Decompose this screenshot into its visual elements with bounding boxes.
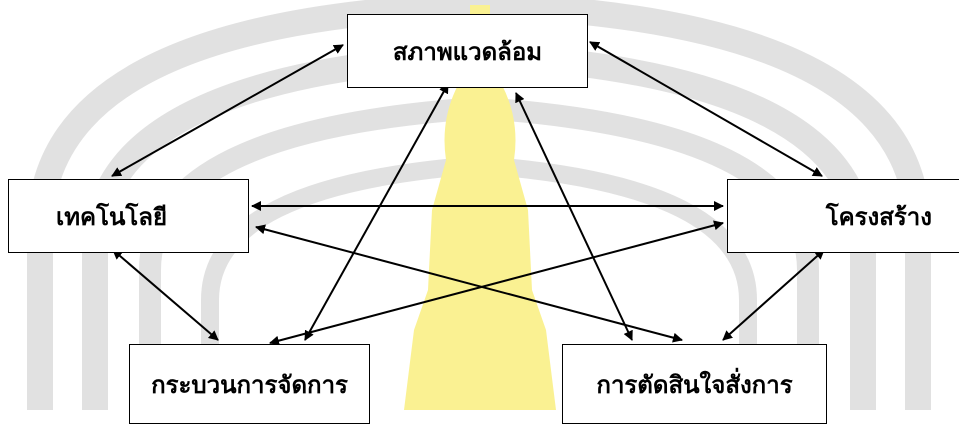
edges-layer: [111, 41, 825, 346]
edge-structure-process: [269, 220, 724, 346]
node-environment: สภาพแวดล้อม: [347, 14, 588, 88]
node-label-technology: เทคโนโลยี: [56, 202, 168, 231]
node-structure: โครงสร้าง: [727, 179, 959, 253]
edge-environment-technology: [111, 44, 344, 177]
node-label-environment: สภาพแวดล้อม: [392, 37, 543, 66]
node-label-process: กระบวนการจัดการ: [151, 371, 348, 399]
edge-environment-structure: [589, 41, 823, 177]
edge-technology-process: [112, 249, 219, 341]
node-label-decision: การตัดสินใจสั่งการ: [596, 371, 793, 399]
node-label-structure: โครงสร้าง: [825, 202, 932, 231]
node-process: กระบวนการจัดการ: [129, 344, 370, 424]
node-decision: การตัดสินใจสั่งการ: [562, 344, 827, 424]
edge-structure-decision: [722, 249, 825, 341]
node-technology: เทคโนโลยี: [8, 179, 249, 253]
